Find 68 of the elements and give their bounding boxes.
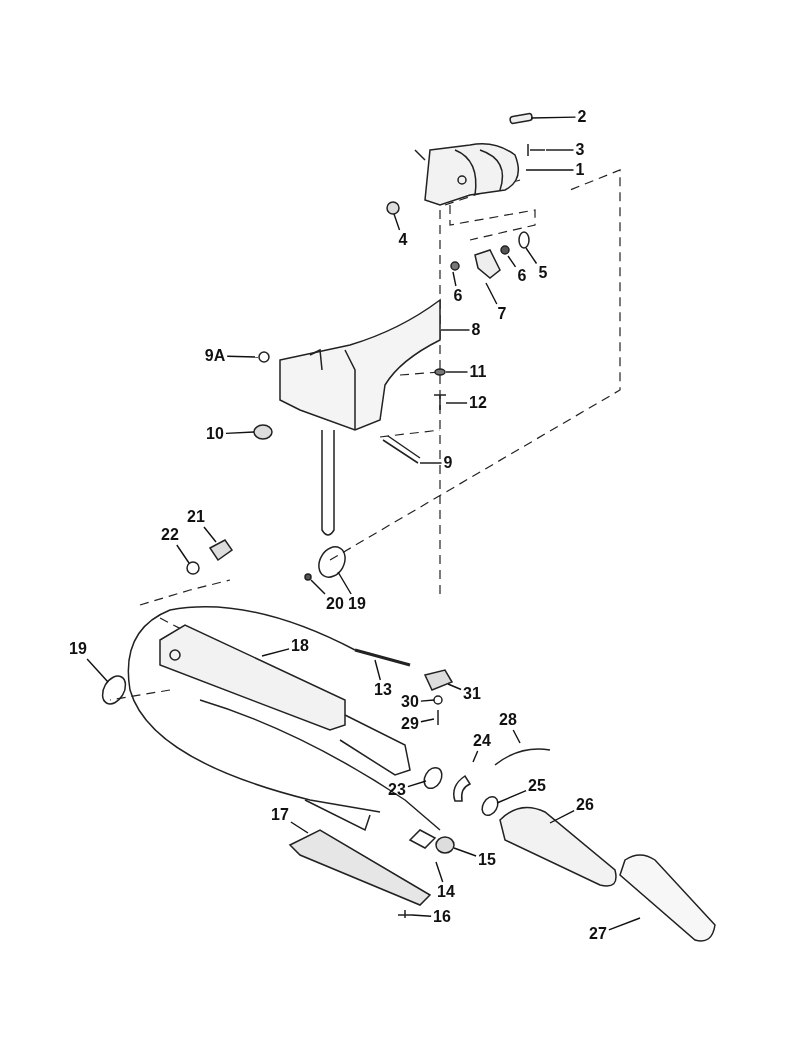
- leader-line: [447, 683, 462, 691]
- leader-line: [440, 329, 471, 331]
- leader-line: [225, 431, 255, 435]
- callout-number: 5: [538, 264, 548, 282]
- leader-line: [445, 371, 469, 373]
- callout-number: 19: [348, 595, 366, 613]
- callout-number: 18: [291, 637, 309, 655]
- leader-line: [453, 847, 477, 857]
- leader-line: [445, 402, 468, 404]
- callout-number: 2: [577, 108, 587, 126]
- callout-number: 31: [463, 685, 481, 703]
- leader-line: [545, 149, 575, 151]
- callout-number: 26: [576, 796, 594, 814]
- callout-number: 17: [271, 806, 289, 824]
- callout-number: 7: [497, 305, 507, 323]
- callout-number: 10: [206, 425, 224, 443]
- callout-number: 25: [528, 777, 546, 795]
- leader-line: [419, 462, 443, 464]
- callout-number: 16: [433, 908, 451, 926]
- leader-line: [525, 169, 575, 171]
- leader-line: [411, 914, 432, 917]
- leader-line: [420, 718, 435, 723]
- leader-line: [549, 809, 575, 824]
- callout-number: 4: [398, 231, 408, 249]
- callout-number: 9: [443, 454, 453, 472]
- leader-line: [393, 213, 401, 231]
- callout-number: 15: [478, 851, 496, 869]
- callout-number: 9A: [204, 347, 226, 365]
- leader-line: [608, 917, 641, 931]
- callout-number: 24: [473, 732, 491, 750]
- leader-line: [525, 247, 538, 265]
- leader-line: [512, 729, 521, 744]
- leader-line: [496, 789, 527, 804]
- leader-line: [452, 271, 457, 287]
- leader-line: [507, 255, 517, 268]
- callout-number: 29: [401, 715, 419, 733]
- leader-line: [485, 282, 498, 305]
- callout-number: 6: [517, 267, 527, 285]
- leader-line: [261, 648, 290, 657]
- leader-line: [374, 659, 381, 681]
- leader-line: [176, 544, 190, 564]
- leader-line: [203, 526, 217, 543]
- leader-line: [407, 780, 427, 788]
- callout-number: 30: [401, 693, 419, 711]
- leader-line: [435, 861, 444, 883]
- leader-line: [226, 355, 259, 358]
- callout-number: 22: [161, 526, 179, 544]
- leader-line: [290, 821, 309, 834]
- callout-number: 14: [437, 883, 455, 901]
- leader-line: [420, 699, 435, 702]
- callout-number: 8: [471, 321, 481, 339]
- callout-number: 1: [575, 161, 585, 179]
- callout-number: 27: [589, 925, 607, 943]
- callout-number: 19: [69, 640, 87, 658]
- callout-number: 21: [187, 508, 205, 526]
- callout-number: 12: [469, 394, 487, 412]
- leader-line: [310, 579, 326, 595]
- callout-number: 6: [453, 287, 463, 305]
- leader-line: [337, 571, 352, 595]
- callout-number: 13: [374, 681, 392, 699]
- callout-number: 3: [575, 141, 585, 159]
- leader-line: [472, 750, 479, 763]
- leader-line: [530, 116, 577, 119]
- callout-number: 11: [469, 363, 487, 381]
- callout-number: 20: [326, 595, 344, 613]
- leader-line: [86, 658, 109, 683]
- callout-number: 23: [388, 781, 406, 799]
- callout-number: 28: [499, 711, 517, 729]
